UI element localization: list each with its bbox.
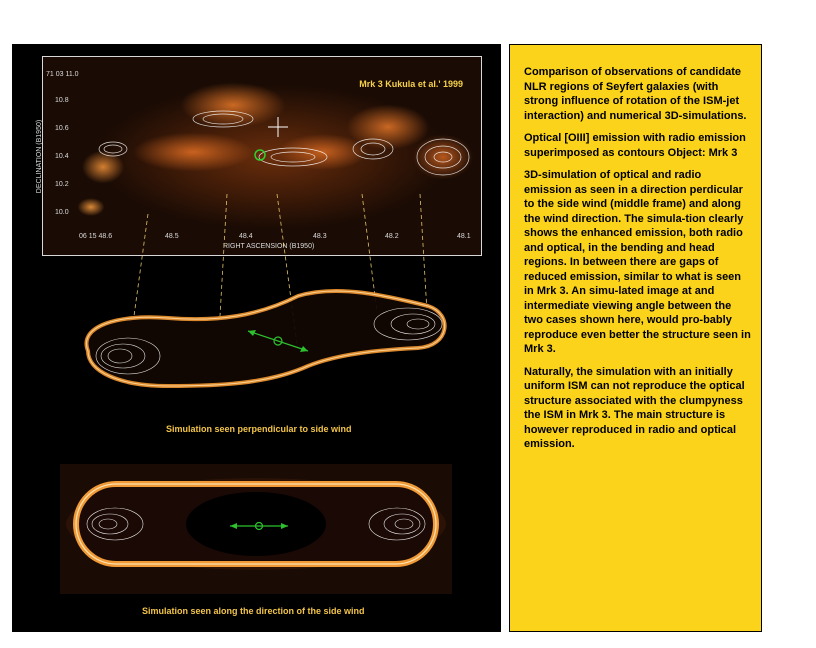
caption-perpendicular: Simulation seen perpendicular to side wi… [166, 424, 352, 434]
y-tick: 10.8 [55, 97, 69, 104]
radio-contours [98, 110, 470, 176]
description-panel: Comparison of observations of candidate … [509, 44, 762, 632]
simulation-along-wind [60, 464, 452, 594]
x-tick: 06 15 48.6 [79, 233, 113, 240]
wind-arrow [247, 330, 309, 352]
description-paragraph: Naturally, the simulation with an initia… [524, 365, 745, 451]
y-axis-label: DECLINATION (B1950) [36, 119, 44, 194]
x-tick: 48.3 [313, 233, 327, 240]
x-axis-label: RIGHT ASCENSION (B1950) [223, 243, 315, 250]
description-paragraph: Comparison of observations of candidate … [524, 66, 747, 122]
y-tick: 71 03 11.0 [46, 71, 79, 78]
y-tick: 10.0 [55, 209, 69, 216]
y-tick: 10.2 [55, 181, 69, 188]
y-tick: 10.4 [55, 153, 69, 160]
x-tick: 48.1 [457, 233, 471, 240]
simulation-perpendicular [84, 289, 447, 389]
description-paragraph: Optical [OIII] emission with radio emiss… [524, 132, 746, 159]
description-paragraph: 3D-simulation of optical and radio emiss… [524, 169, 751, 355]
observation-image: 71 03 11.0 10.8 10.6 10.4 10.2 10.0 DECL… [36, 56, 482, 256]
x-tick: 48.4 [239, 233, 253, 240]
x-tick: 48.5 [165, 233, 179, 240]
observation-label: Mrk 3 Kukula et al.' 1999 [359, 79, 463, 89]
caption-along: Simulation seen along the direction of t… [142, 606, 365, 616]
figure-panel: 71 03 11.0 10.8 10.6 10.4 10.2 10.0 DECL… [12, 44, 501, 632]
x-tick: 48.2 [385, 233, 399, 240]
y-tick: 10.6 [55, 125, 69, 132]
